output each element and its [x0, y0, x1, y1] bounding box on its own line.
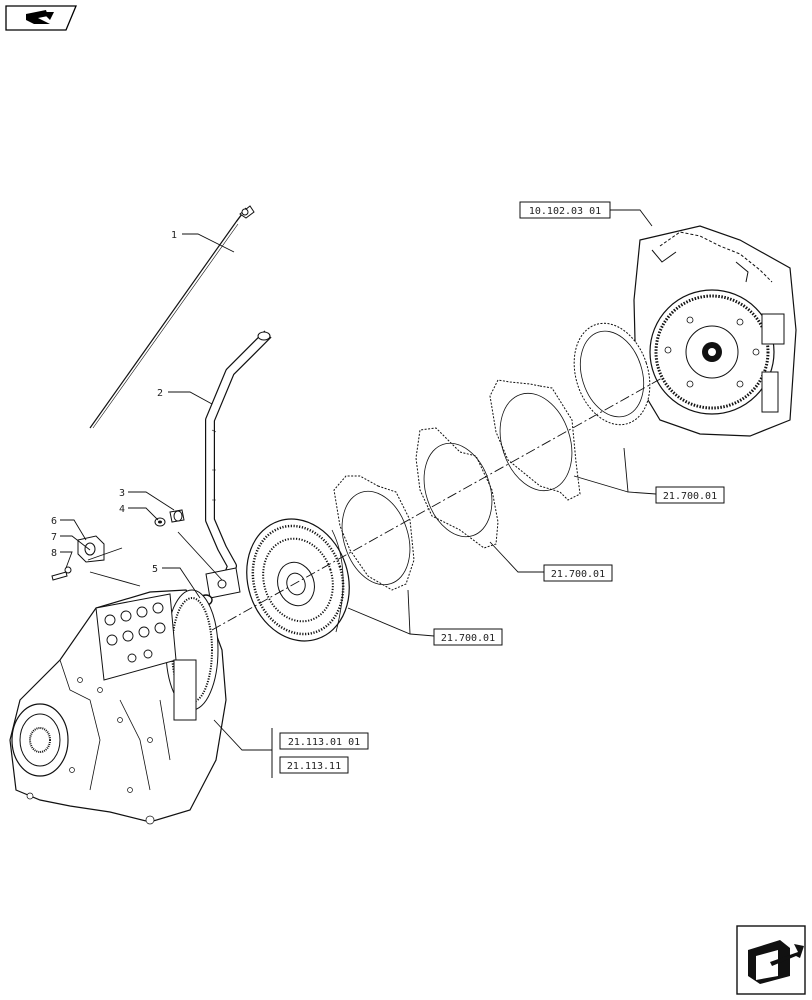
dipstick-tube-part: [205, 330, 272, 599]
callout-4: 4: [119, 504, 125, 515]
ref-code: 21.113.01 01: [288, 737, 360, 748]
ref-code: 10.102.03 01: [529, 206, 601, 217]
ref-code: 21.700.01: [441, 633, 495, 644]
adapter-plate-1: [333, 475, 415, 591]
callout-6: 6: [51, 516, 57, 527]
center-axis-line: [211, 377, 663, 631]
ref-box-engine[interactable]: 10.102.03 01: [519, 201, 611, 219]
adapter-plate-3: [489, 379, 581, 501]
callout-2: 2: [157, 388, 163, 399]
bolt-and-washer-part: [154, 509, 185, 527]
ref-box-torque-converter[interactable]: 21.700.01: [433, 628, 503, 646]
leader-lines: [60, 209, 657, 751]
callout-3: 3: [119, 488, 125, 499]
ref-box-transmission[interactable]: 21.113.01 01: [279, 732, 369, 750]
transmission-assembly: [9, 589, 227, 825]
engine-flywheel-housing: [633, 225, 797, 437]
torque-converter: [246, 518, 350, 642]
dipstick-part: [89, 205, 255, 429]
next-page-arrow-icon[interactable]: [736, 925, 806, 995]
callout-7: 7: [51, 532, 57, 543]
ref-code: 21.700.01: [551, 569, 605, 580]
ref-box-transmission-2[interactable]: 21.113.11: [279, 756, 349, 774]
ref-box-plate-upper[interactable]: 21.700.01: [655, 486, 725, 504]
callout-1: 1: [171, 230, 177, 241]
adapter-plate-2: [415, 427, 499, 549]
ref-box-plate-middle[interactable]: 21.700.01: [543, 564, 613, 582]
callout-8: 8: [51, 548, 57, 559]
callout-5: 5: [152, 564, 158, 575]
book-navigation-icon[interactable]: [5, 5, 77, 31]
adapter-plate-4: [573, 322, 651, 426]
bracket-parts: [51, 535, 105, 581]
ref-code: 21.700.01: [663, 491, 717, 502]
ref-code: 21.113.11: [287, 761, 341, 772]
